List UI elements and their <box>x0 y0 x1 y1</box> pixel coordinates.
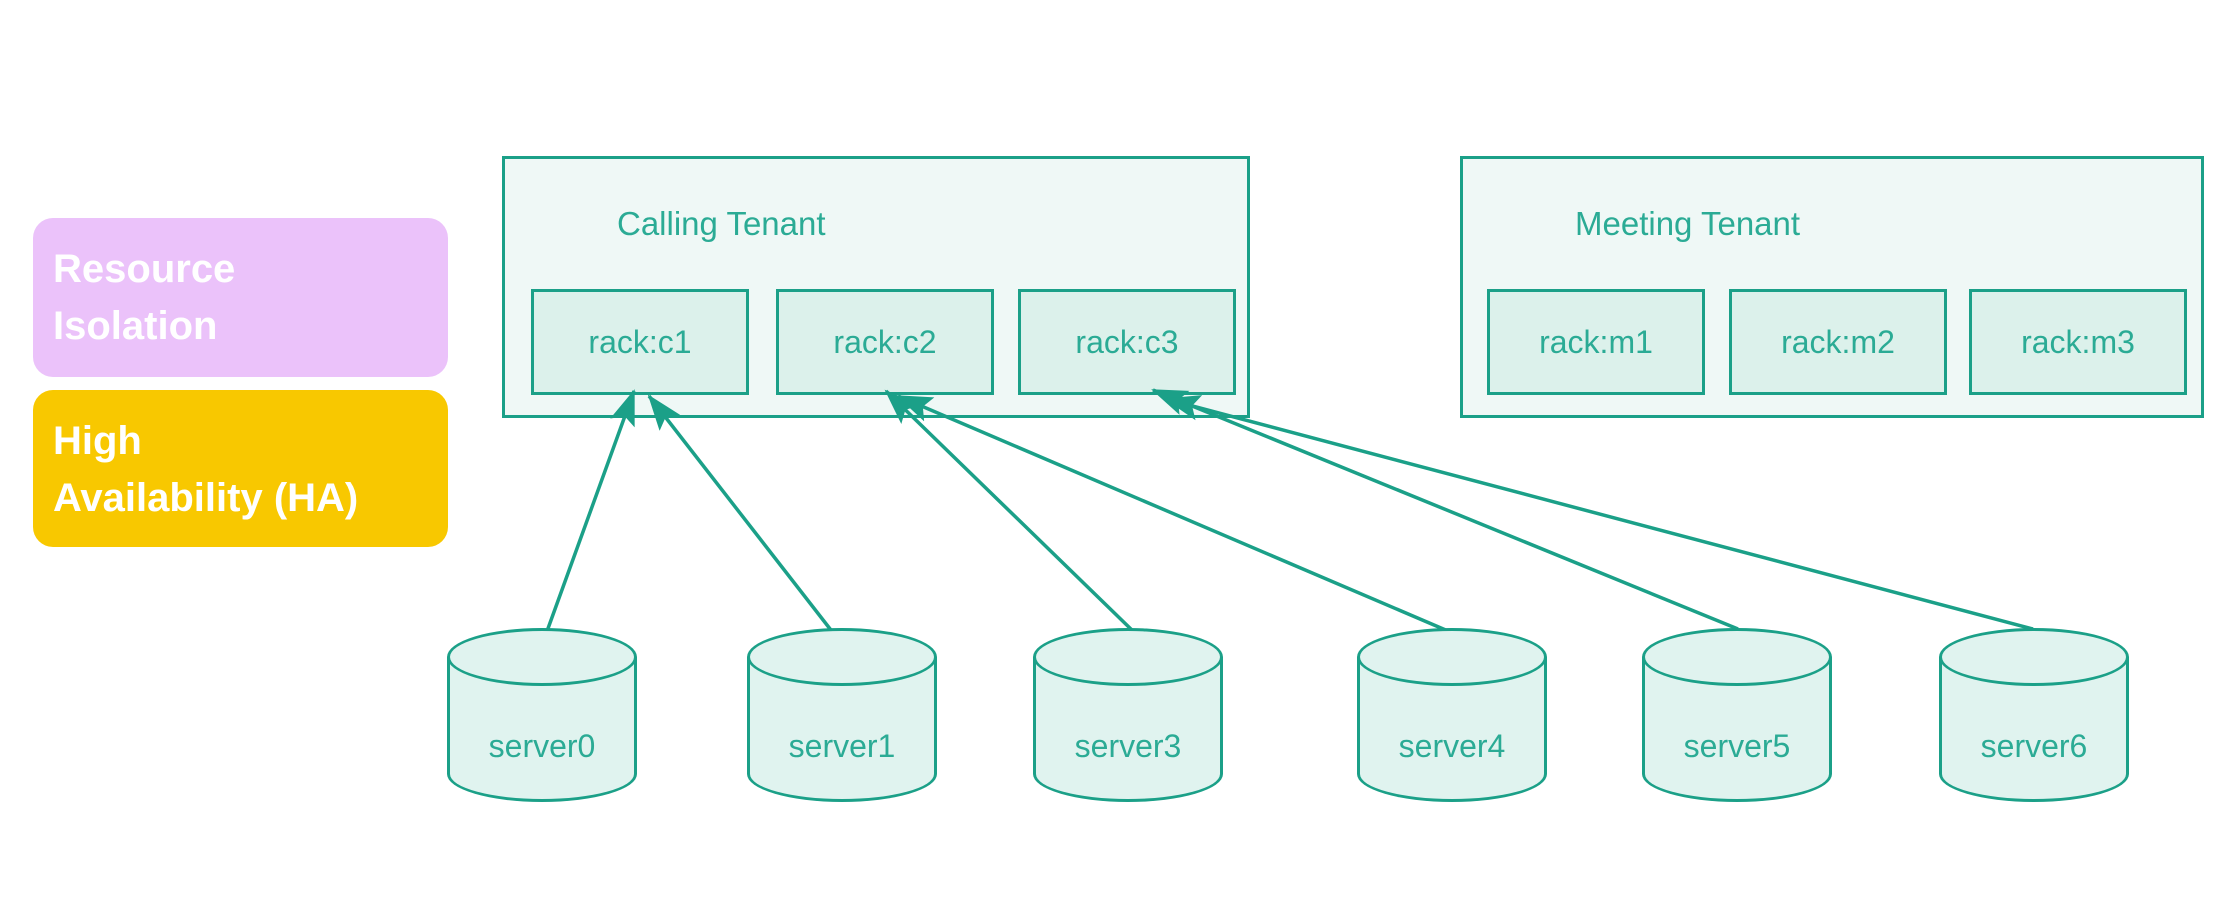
server4-cylinder: server4 <box>1357 628 1547 804</box>
server1-cylinder: server1 <box>747 628 937 804</box>
arrow-server5-to-rack-c3 <box>1151 388 1739 631</box>
arrow-server4-to-rack-c2 <box>896 394 1449 633</box>
cylinder-top <box>747 628 937 686</box>
rack-c2: rack:c2 <box>776 289 994 395</box>
server0-label: server0 <box>488 728 596 764</box>
legend-high-availability: High Availability (HA) <box>33 390 448 547</box>
cylinder-top <box>1642 628 1832 686</box>
calling-tenant-box: Calling Tenant rack:c1 rack:c2 rack:c3 <box>502 156 1250 418</box>
rack-c3: rack:c3 <box>1018 289 1236 395</box>
cylinder-body <box>1357 657 1547 802</box>
arrow-server6-to-rack-c3 <box>1164 395 2034 631</box>
server6-cylinder: server6 <box>1939 628 2129 804</box>
server1-label: server1 <box>788 728 896 764</box>
rack-m3: rack:m3 <box>1969 289 2187 395</box>
legend-resource-isolation: Resource Isolation <box>33 218 448 377</box>
server4-label: server4 <box>1398 728 1506 764</box>
arrow-server0-to-rack-c1 <box>544 389 636 635</box>
server3-label: server3 <box>1074 728 1182 764</box>
cylinder-top <box>1939 628 2129 686</box>
meeting-tenant-box: Meeting Tenant rack:m1 rack:m2 rack:m3 <box>1460 156 2204 418</box>
calling-tenant-title: Calling Tenant <box>617 205 826 242</box>
server5-cylinder: server5 <box>1642 628 1832 804</box>
meeting-tenant-title: Meeting Tenant <box>1575 205 1801 242</box>
rack-c1: rack:c1 <box>531 289 749 395</box>
arrow-server1-to-rack-c1 <box>647 394 836 636</box>
server3-cylinder: server3 <box>1033 628 1223 804</box>
cylinder-top <box>447 628 637 686</box>
rack-m2: rack:m2 <box>1729 289 1947 395</box>
cylinder-top <box>1357 628 1547 686</box>
cylinder-top <box>1033 628 1223 686</box>
server0-cylinder: server0 <box>447 628 637 804</box>
rack-m1: rack:m1 <box>1487 289 1705 395</box>
server5-label: server5 <box>1683 728 1791 764</box>
arrow-server3-to-rack-c2 <box>884 389 1138 636</box>
server6-label: server6 <box>1980 728 2088 764</box>
